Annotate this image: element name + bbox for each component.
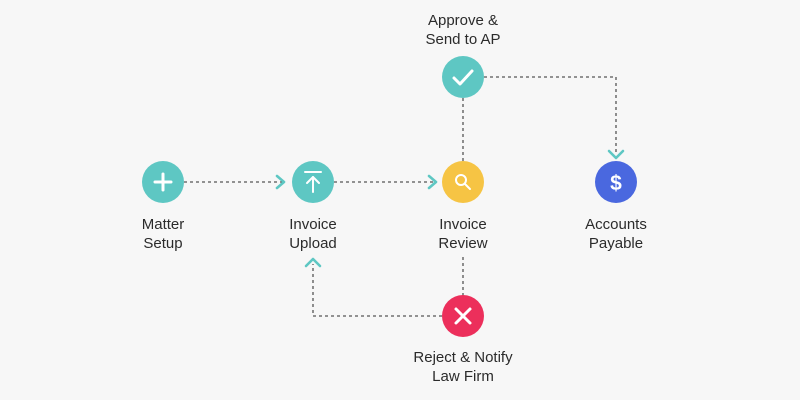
node-invoice-review — [442, 161, 484, 203]
label-reject: Reject & Notify Law Firm — [388, 348, 538, 386]
arrowhead-to-review — [427, 174, 438, 190]
arrowhead-to-payable — [607, 149, 625, 160]
arrowhead-to-upload — [275, 174, 286, 190]
node-reject — [442, 295, 484, 337]
label-accounts-payable: Accounts Payable — [541, 215, 691, 253]
label-line: Invoice — [289, 216, 337, 233]
label-line: Law Firm — [432, 368, 494, 385]
arrowhead-to-upload-from-reject — [304, 257, 322, 268]
label-approve: Approve & Send to AP — [388, 11, 538, 49]
node-invoice-upload — [292, 161, 334, 203]
label-line: Approve & — [427, 12, 499, 29]
label-line: Send to AP — [425, 31, 501, 48]
label-line: Matter — [141, 216, 185, 233]
node-matter-setup — [142, 161, 184, 203]
connector-reject-to-upload — [312, 264, 442, 317]
label-line: Review — [438, 235, 488, 252]
label-line: Setup — [143, 235, 183, 252]
label-invoice-review: Invoice Review — [388, 215, 538, 253]
label-line: Payable — [588, 235, 644, 252]
label-invoice-upload: Invoice Upload — [238, 215, 388, 253]
check-icon — [452, 69, 474, 86]
node-approve — [442, 56, 484, 98]
label-line: Upload — [289, 235, 337, 252]
label-matter-setup: Matter Setup — [88, 215, 238, 253]
x-icon — [454, 307, 472, 325]
node-accounts-payable: $ — [595, 161, 637, 203]
plus-icon — [153, 172, 173, 192]
label-line: Invoice — [439, 216, 487, 233]
dollar-icon: $ — [610, 172, 622, 195]
search-icon — [455, 174, 471, 190]
upload-icon — [304, 171, 322, 193]
label-line: Reject & Notify — [413, 349, 513, 366]
label-line: Accounts — [585, 216, 647, 233]
connector-approve-to-payable — [484, 76, 617, 152]
